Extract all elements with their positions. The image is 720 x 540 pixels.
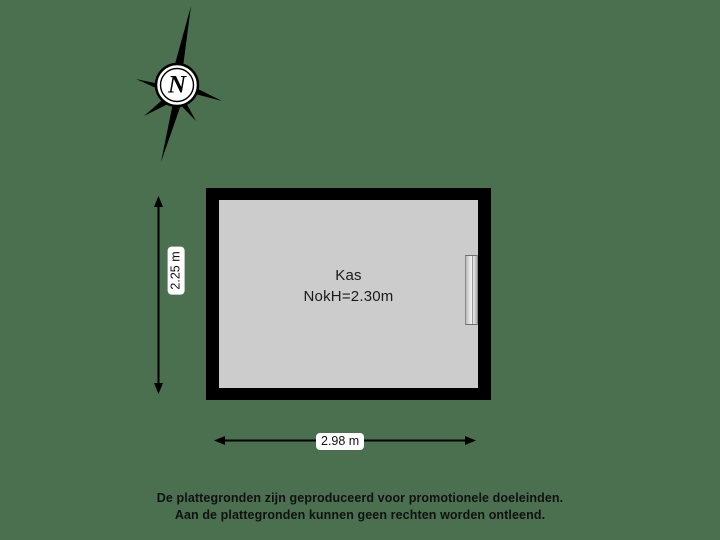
room-interior-kas (219, 200, 478, 388)
window-right-wall (465, 255, 478, 325)
dimension-line-vertical (150, 196, 167, 394)
room-height: NokH=2.30m (303, 288, 394, 305)
window-hinge-bottom-icon (484, 305, 488, 322)
window-hinge-top-icon (484, 266, 488, 283)
compass-north-icon: N (134, 4, 224, 164)
compass-north-label: N (167, 72, 187, 99)
disclaimer: De plattegronden zijn geproduceerd voor … (0, 490, 720, 524)
disclaimer-line-1: De plattegronden zijn geproduceerd voor … (156, 491, 564, 505)
room-label: Kas NokH=2.30m (219, 265, 478, 307)
room-name: Kas (335, 267, 362, 284)
disclaimer-line-2: Aan de plattegronden kunnen geen rechten… (174, 508, 546, 522)
dimension-label-horizontal: 2.98 m (316, 433, 365, 450)
dimension-label-vertical: 2.25 m (167, 246, 185, 295)
